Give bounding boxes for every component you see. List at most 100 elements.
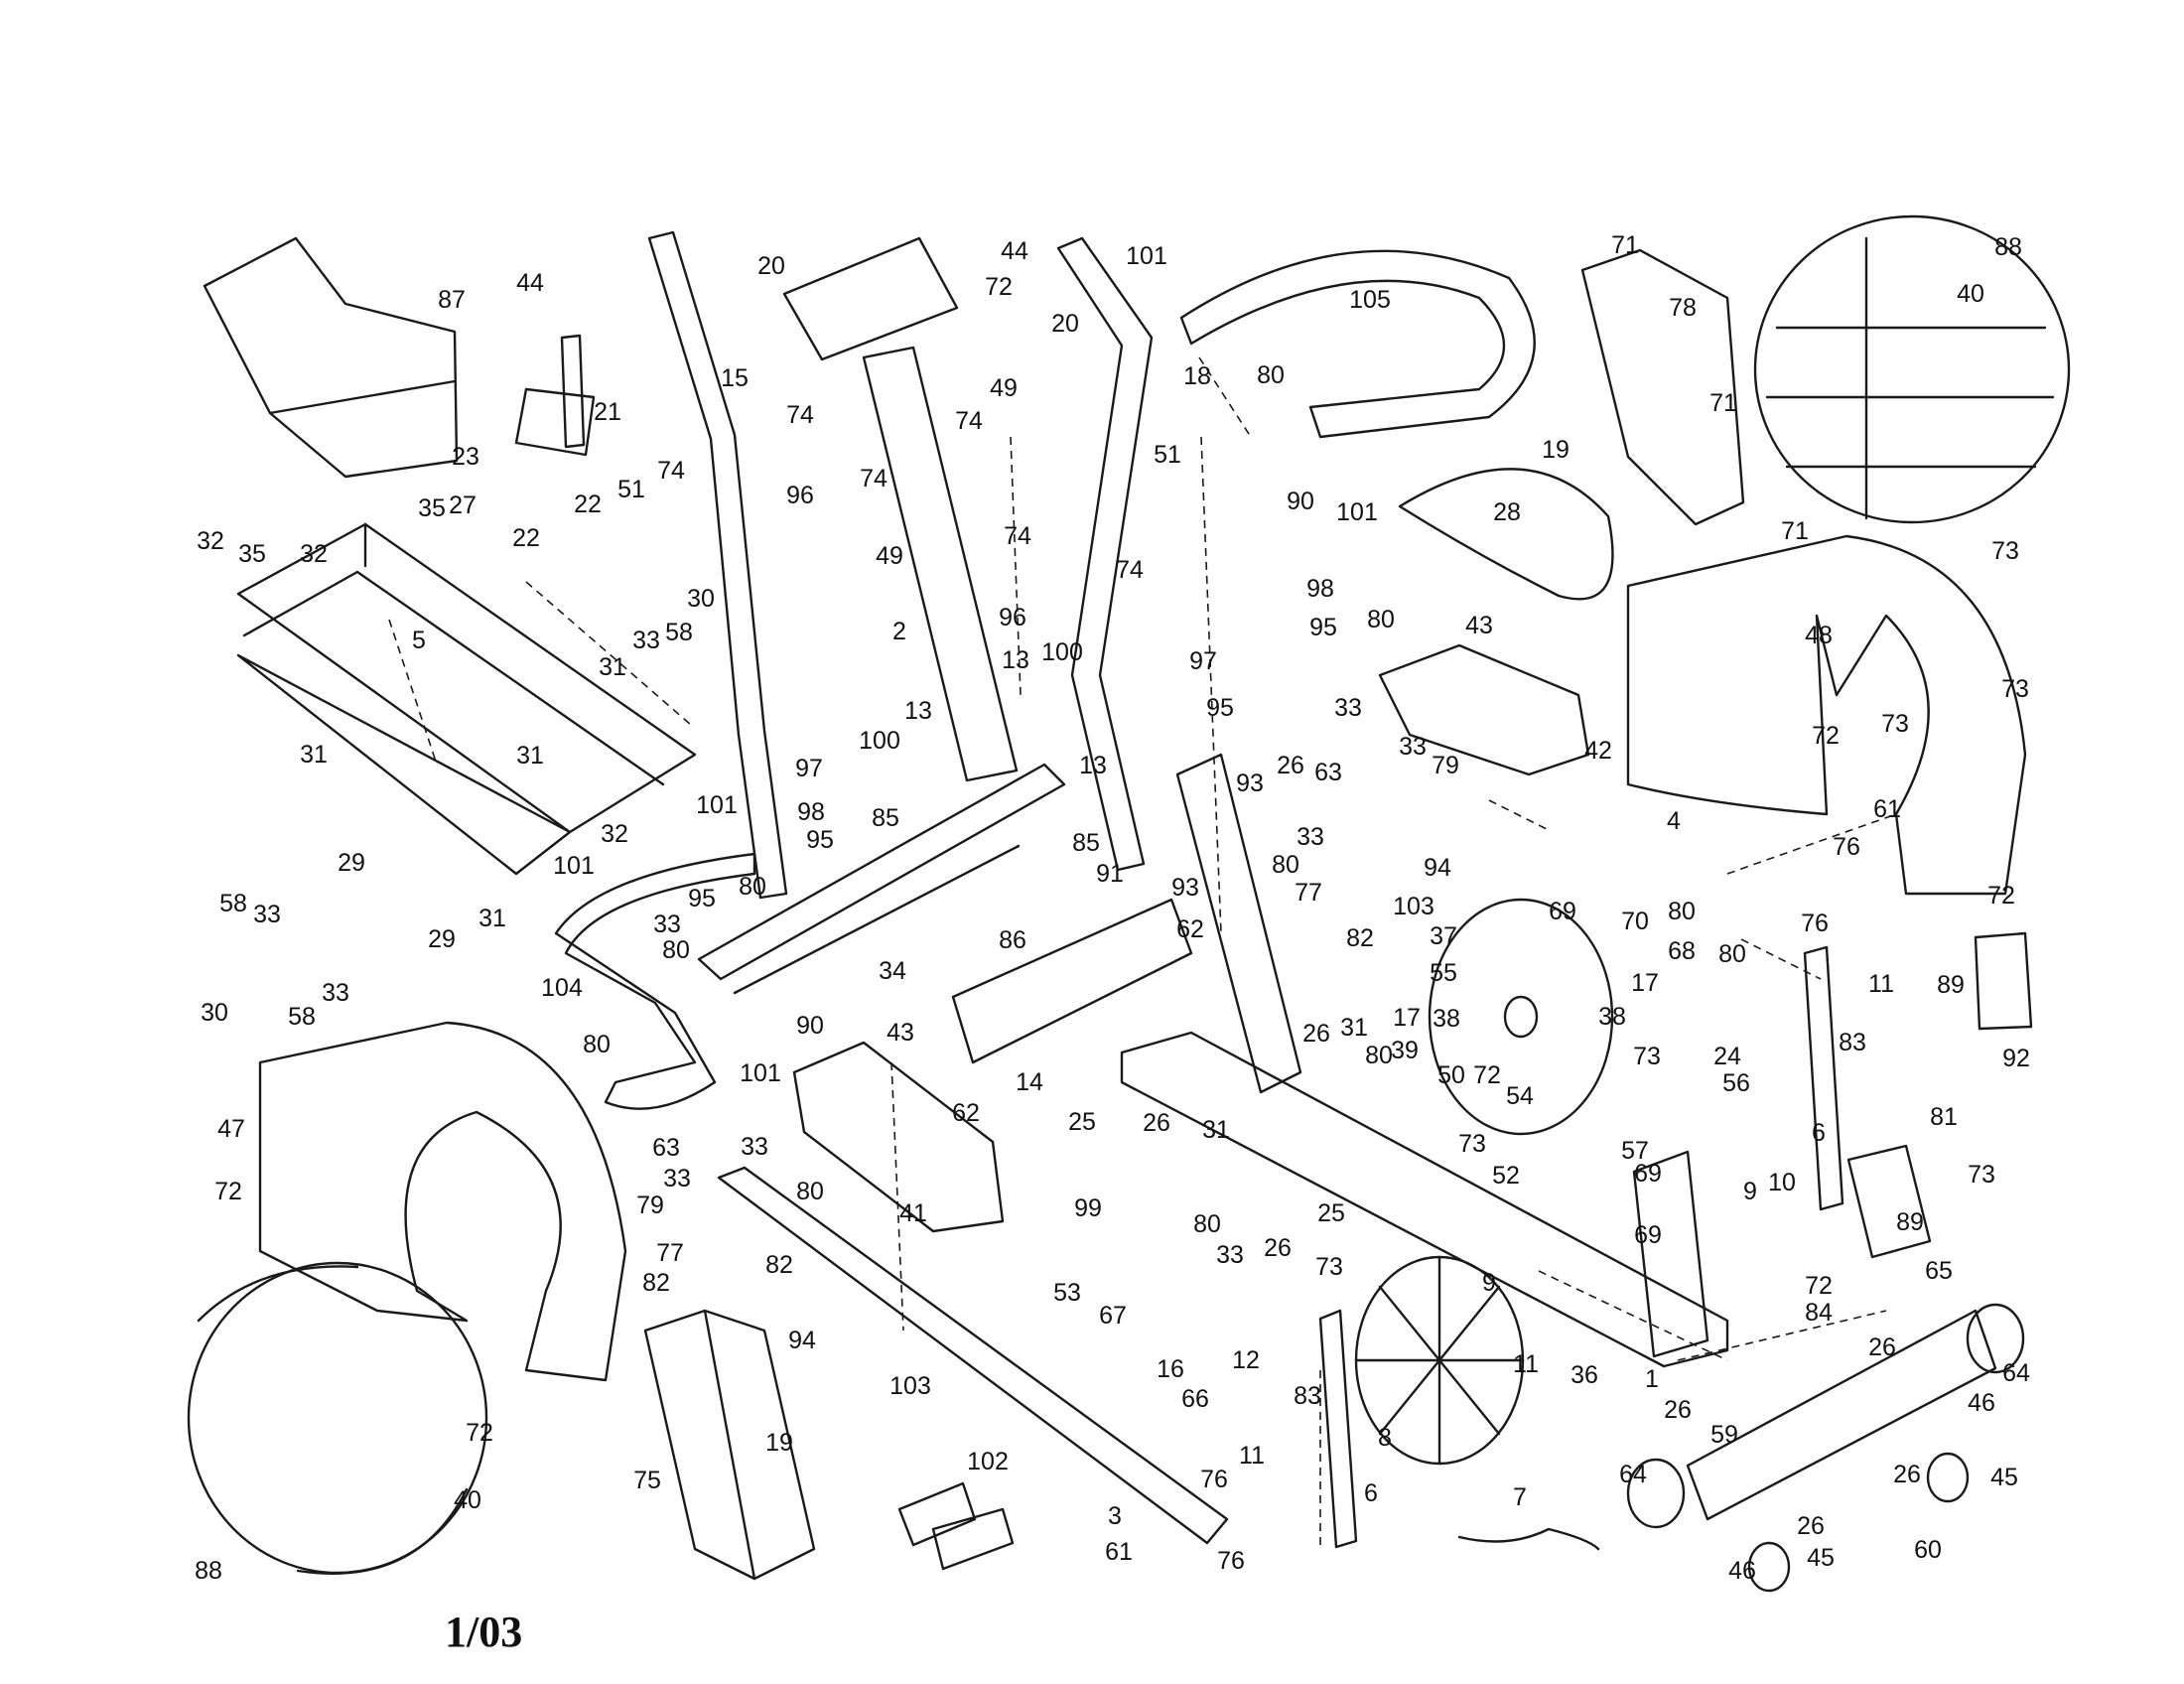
part-callout-101: 101 bbox=[553, 852, 595, 880]
part-callout-69: 69 bbox=[1549, 898, 1576, 925]
part-callout-74: 74 bbox=[657, 457, 685, 485]
part-callout-31: 31 bbox=[1340, 1014, 1368, 1042]
part-callout-46: 46 bbox=[1968, 1389, 1995, 1417]
flywheel-cover-part bbox=[1753, 214, 2071, 524]
console-part bbox=[203, 236, 459, 479]
part-callout-5: 5 bbox=[412, 627, 426, 654]
part-callout-30: 30 bbox=[201, 999, 228, 1027]
cover-ribs-part bbox=[1765, 236, 2055, 520]
part-callout-9: 9 bbox=[1743, 1178, 1757, 1205]
part-callout-62: 62 bbox=[952, 1099, 980, 1127]
part-callout-57: 57 bbox=[1621, 1137, 1649, 1165]
left-pedal-part bbox=[792, 1041, 1005, 1233]
left-shroud-part bbox=[258, 1021, 627, 1382]
drive-wheel-hub-part bbox=[1503, 995, 1539, 1039]
part-callout-73: 73 bbox=[1315, 1253, 1343, 1281]
part-callout-101: 101 bbox=[740, 1059, 781, 1087]
part-callout-82: 82 bbox=[765, 1251, 793, 1279]
part-callout-11: 11 bbox=[1868, 970, 1894, 998]
part-callout-72: 72 bbox=[1987, 882, 2015, 910]
part-callout-77: 77 bbox=[656, 1239, 684, 1267]
part-callout-33: 33 bbox=[741, 1133, 768, 1161]
part-callout-87: 87 bbox=[438, 286, 466, 314]
part-callout-74: 74 bbox=[786, 401, 814, 429]
part-callout-31: 31 bbox=[478, 905, 506, 932]
part-callout-18: 18 bbox=[1183, 362, 1211, 390]
large-shroud-part bbox=[1626, 534, 2027, 896]
part-callout-45: 45 bbox=[1990, 1464, 2018, 1491]
part-callout-64: 64 bbox=[2002, 1359, 2030, 1387]
part-callout-13: 13 bbox=[904, 697, 932, 725]
part-callout-100: 100 bbox=[1041, 638, 1083, 666]
part-callout-86: 86 bbox=[999, 926, 1026, 954]
drive-wheel-part bbox=[1428, 898, 1614, 1136]
part-callout-102: 102 bbox=[967, 1448, 1009, 1475]
part-callout-95: 95 bbox=[688, 885, 716, 912]
part-callout-53: 53 bbox=[1053, 1279, 1081, 1307]
part-callout-80: 80 bbox=[1193, 1210, 1221, 1238]
part-callout-6: 6 bbox=[1812, 1119, 1826, 1147]
rear-stabilizer-part bbox=[1686, 1309, 1997, 1521]
part-callout-80: 80 bbox=[1257, 361, 1285, 389]
part-callout-72: 72 bbox=[985, 273, 1013, 301]
part-callout-33: 33 bbox=[1399, 733, 1427, 761]
part-callout-26: 26 bbox=[1797, 1512, 1825, 1540]
part-callout-44: 44 bbox=[516, 269, 544, 297]
part-callout-70: 70 bbox=[1621, 908, 1649, 935]
part-callout-48: 48 bbox=[1805, 622, 1833, 649]
left-cover-edge-part bbox=[197, 1265, 469, 1575]
right-arm-part bbox=[1803, 945, 1844, 1211]
part-callout-67: 67 bbox=[1099, 1302, 1127, 1330]
part-callout-35: 35 bbox=[418, 494, 446, 522]
part-callout-71: 71 bbox=[1709, 389, 1737, 417]
part-callout-27: 27 bbox=[449, 491, 477, 519]
electronics-box-part bbox=[1846, 1144, 1932, 1259]
part-callout-42: 42 bbox=[1584, 737, 1612, 765]
part-callout-63: 63 bbox=[652, 1134, 680, 1162]
part-callout-80: 80 bbox=[662, 936, 690, 964]
upper-handlebar-part bbox=[1179, 249, 1536, 439]
part-callout-74: 74 bbox=[860, 465, 887, 492]
part-callout-26: 26 bbox=[1143, 1109, 1170, 1137]
part-callout-80: 80 bbox=[1365, 1042, 1393, 1069]
part-callout-19: 19 bbox=[765, 1429, 793, 1457]
part-callout-93: 93 bbox=[1171, 874, 1199, 902]
part-callout-96: 96 bbox=[999, 604, 1026, 632]
part-callout-73: 73 bbox=[1968, 1161, 1995, 1189]
part-callout-72: 72 bbox=[1805, 1272, 1833, 1300]
part-callout-80: 80 bbox=[583, 1031, 611, 1058]
part-callout-73: 73 bbox=[1881, 710, 1909, 738]
right-shroud-part bbox=[1580, 248, 1745, 526]
part-callout-13: 13 bbox=[1002, 646, 1029, 674]
part-callout-16: 16 bbox=[1157, 1355, 1184, 1383]
part-callout-32: 32 bbox=[300, 540, 328, 568]
part-callout-58: 58 bbox=[665, 619, 693, 646]
part-drawings bbox=[187, 214, 2071, 1593]
part-callout-33: 33 bbox=[632, 627, 660, 654]
part-callout-83: 83 bbox=[1839, 1029, 1866, 1056]
part-callout-23: 23 bbox=[452, 443, 479, 471]
part-callout-72: 72 bbox=[1812, 722, 1840, 750]
part-callout-40: 40 bbox=[1957, 280, 1984, 308]
part-callout-6: 6 bbox=[1364, 1479, 1378, 1507]
part-callout-75: 75 bbox=[633, 1467, 661, 1494]
part-callout-33: 33 bbox=[653, 911, 681, 938]
part-callout-1: 1 bbox=[1645, 1365, 1659, 1393]
part-callout-4: 4 bbox=[1667, 807, 1681, 835]
part-callout-58: 58 bbox=[288, 1003, 316, 1031]
part-callout-40: 40 bbox=[454, 1486, 481, 1514]
part-callout-104: 104 bbox=[541, 974, 583, 1002]
part-callout-58: 58 bbox=[219, 890, 247, 917]
seat-tube-part bbox=[951, 898, 1193, 1064]
part-callout-84: 84 bbox=[1805, 1299, 1833, 1327]
part-callout-97: 97 bbox=[795, 755, 823, 782]
part-callout-33: 33 bbox=[253, 901, 281, 928]
part-callout-88: 88 bbox=[195, 1557, 222, 1585]
part-callout-72: 72 bbox=[1473, 1061, 1501, 1089]
part-callout-2: 2 bbox=[892, 618, 906, 645]
end-cap-part bbox=[1966, 1303, 2025, 1374]
drive-belt-part bbox=[1398, 468, 1614, 601]
part-callout-9: 9 bbox=[1482, 1269, 1496, 1297]
assembly-guide-lines bbox=[388, 356, 1897, 1549]
